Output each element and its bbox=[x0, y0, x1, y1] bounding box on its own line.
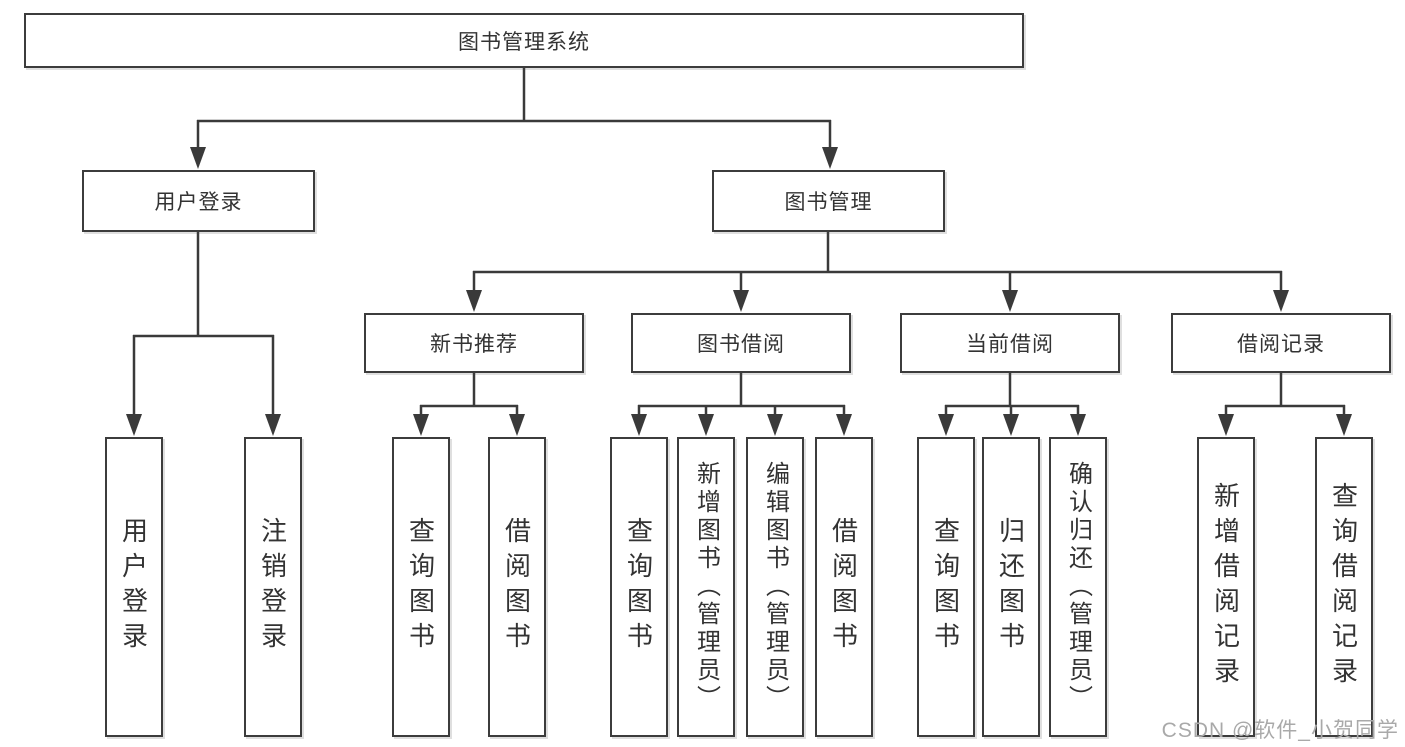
leaf-label: 查询图书 bbox=[623, 517, 654, 657]
leaf-return-book: 归还图书 bbox=[982, 437, 1040, 737]
leaf-edit-book-admin: 编辑图书（管理员） bbox=[746, 437, 804, 737]
leaf-label: 查询图书 bbox=[405, 517, 436, 657]
leaf-label: 查询借阅记录 bbox=[1328, 482, 1359, 692]
leaf-label: 查询图书 bbox=[930, 517, 961, 657]
leaf-label: 新增图书（管理员） bbox=[692, 461, 720, 713]
leaf-add-borrow-record: 新增借阅记录 bbox=[1197, 437, 1255, 737]
leaf-label: 用户登录 bbox=[118, 517, 149, 657]
node-user-login: 用户登录 bbox=[82, 170, 315, 232]
node-book-borrow: 图书借阅 bbox=[631, 313, 851, 373]
leaf-label: 新增借阅记录 bbox=[1210, 482, 1241, 692]
csdn-watermark: CSDN @软件_小贺同学 bbox=[1161, 719, 1399, 742]
leaf-label: 编辑图书（管理员） bbox=[761, 461, 789, 713]
leaf-confirm-return-admin: 确认归还（管理员） bbox=[1049, 437, 1107, 737]
arrowheads bbox=[126, 147, 1352, 436]
node-book-management: 图书管理 bbox=[712, 170, 945, 232]
leaf-query-borrow-record: 查询借阅记录 bbox=[1315, 437, 1373, 737]
node-current-borrow: 当前借阅 bbox=[900, 313, 1120, 373]
leaf-label: 借阅图书 bbox=[501, 517, 532, 657]
node-new-book-recommend: 新书推荐 bbox=[364, 313, 584, 373]
node-root: 图书管理系统 bbox=[24, 13, 1024, 68]
leaf-add-book-admin: 新增图书（管理员） bbox=[677, 437, 735, 737]
leaf-label: 借阅图书 bbox=[828, 517, 859, 657]
leaf-label: 归还图书 bbox=[995, 517, 1026, 657]
leaf-logout-login: 注销登录 bbox=[244, 437, 302, 737]
leaf-query-book-borrow: 查询图书 bbox=[610, 437, 668, 737]
leaf-label: 注销登录 bbox=[257, 517, 288, 657]
leaf-query-book-recommend: 查询图书 bbox=[392, 437, 450, 737]
leaf-borrow-book: 借阅图书 bbox=[815, 437, 873, 737]
leaf-borrow-book-recommend: 借阅图书 bbox=[488, 437, 546, 737]
leaf-label: 确认归还（管理员） bbox=[1064, 461, 1092, 713]
leaf-query-book-current: 查询图书 bbox=[917, 437, 975, 737]
node-borrow-record: 借阅记录 bbox=[1171, 313, 1391, 373]
leaf-user-login: 用户登录 bbox=[105, 437, 163, 737]
